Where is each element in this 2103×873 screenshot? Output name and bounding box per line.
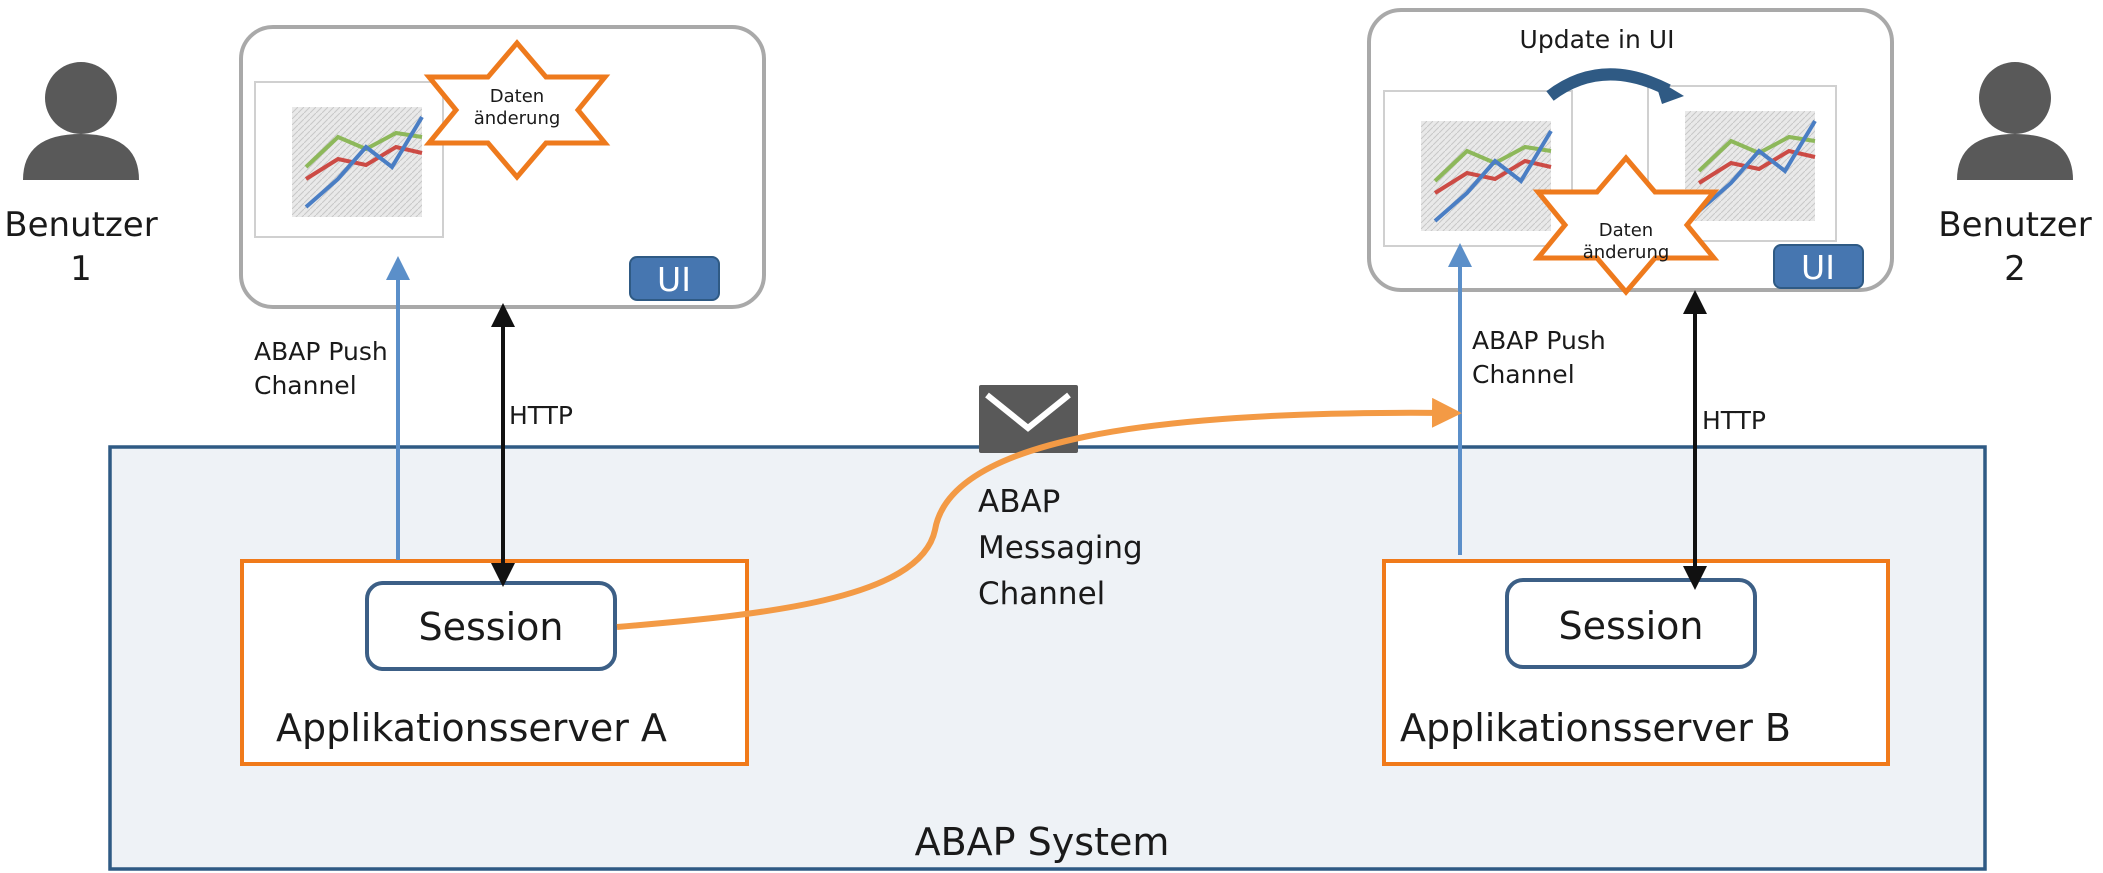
data-change-1-line1: Daten [490,86,544,107]
ui-badge-2[interactable]: UI [1773,244,1864,289]
application-server-b: Applikationsserver B Session [1382,559,1890,766]
user-1-label-line1: Benutzer [4,205,157,245]
envelope-icon [979,385,1078,453]
messaging-channel-curve [616,397,1462,630]
http-b-label: HTTP [1702,406,1766,435]
user-2: Benutzer 2 [1938,62,2092,289]
session-a-label: Session [419,605,564,649]
user-1-icon [23,62,139,180]
user-2-label-line2: 2 [2004,249,2026,289]
push-channel-a-line1: ABAP Push [254,337,388,366]
messaging-channel-line3: Channel [978,576,1105,612]
ui-frame-1: Daten änderung UI [239,25,766,309]
session-b-box[interactable] [1505,578,1757,669]
user-1-label-line2: 1 [70,249,92,289]
session-b-label: Session [1559,604,1704,648]
application-server-a-label: Applikationsserver A [276,706,667,750]
abap-system-label: ABAP System [915,820,1170,864]
push-channel-b-line1: ABAP Push [1472,326,1606,355]
user-2-icon [1957,62,2073,180]
user-2-label-line1: Benutzer [1938,205,2091,245]
data-change-star-1: Daten änderung [423,39,611,181]
push-channel-b-line2: Channel [1472,360,1575,389]
user-1: Benutzer 1 [4,62,158,289]
data-change-2-line1: Daten [1599,220,1653,241]
update-arrow [1546,68,1684,104]
push-channel-a-line2: Channel [254,371,357,400]
ui-badge-1[interactable]: UI [629,256,720,301]
chart-thumbnail-1 [290,105,424,219]
update-in-ui-label: Update in UI [1520,25,1675,54]
data-change-star-2: Daten änderung [1532,154,1720,296]
ui-badge-1-label: UI [657,260,691,299]
messaging-channel-line2: Messaging [978,530,1143,566]
data-change-1-line2: änderung [474,108,561,129]
chart-thumbnail-2-old [1419,119,1553,233]
messaging-channel-line1: ABAP [978,484,1060,520]
ui-badge-2-label: UI [1801,248,1835,287]
application-server-a: Applikationsserver A Session [240,559,749,766]
http-a-label: HTTP [509,401,573,430]
data-change-2-line2: änderung [1583,242,1670,263]
application-server-b-label: Applikationsserver B [1400,706,1791,750]
ui-frame-2: Update in UI Daten änderung UI [1367,8,1894,296]
